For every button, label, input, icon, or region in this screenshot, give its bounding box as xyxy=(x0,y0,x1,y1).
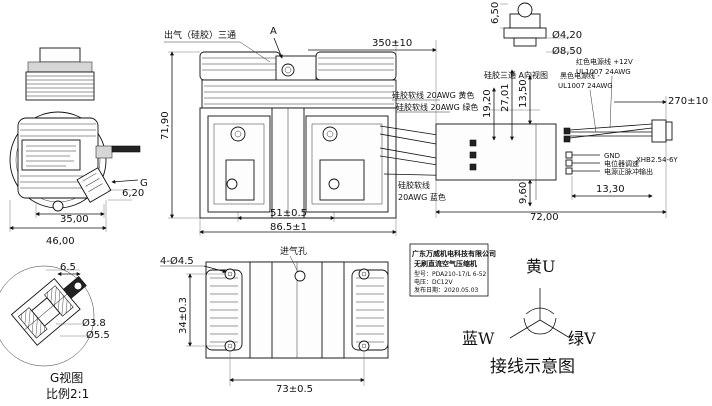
tee-a-view-label: 硅胶三通 A向视图 xyxy=(484,70,548,80)
connector-label: XHB2.54-6Y xyxy=(636,156,678,164)
front-view: A 出气（硅胶）三通 71,90 51±0.5 86.5±1 xyxy=(160,26,397,236)
g-view-scale: 比例2:1 xyxy=(46,387,89,401)
dim-phi-5-5: Ø5.5 xyxy=(86,329,110,341)
gnd-label: GND xyxy=(604,152,620,160)
speed-label: 电位器调速 xyxy=(604,159,639,168)
bottom-view: 进气孔 4-Ø4.5 34±0.3 73±0.5 xyxy=(160,245,389,395)
phase-w-label: 蓝W xyxy=(462,329,495,348)
wiring-title: 接线示意图 xyxy=(490,357,575,377)
product-date: 发布日期：2020.05.03 xyxy=(414,286,479,294)
outlet-tee-label: 出气（硅胶）三通 xyxy=(164,29,236,41)
dim-350: 350±10 xyxy=(372,38,412,49)
dim-6-5: 6.5 xyxy=(60,262,76,273)
dim-4-phi-4-5: 4-Ø4.5 xyxy=(160,255,194,267)
dim-phi-3-8: Ø3.8 xyxy=(82,317,106,329)
phase-u-label: 黄U xyxy=(526,257,556,276)
dim-6-20: 6,20 xyxy=(122,188,144,199)
wire-harness: 硅胶软线 20AWG 黄色 硅胶软线 20AWG 绿色 硅胶软线 20AWG 蓝… xyxy=(379,57,678,202)
red-wire-label-2: UL1007 24AWG xyxy=(576,68,631,76)
black-wire-label-2: UL1007 24AWG xyxy=(558,82,613,90)
dim-72-00: 72,00 xyxy=(530,212,559,223)
dim-270: 270±10 xyxy=(668,96,708,107)
pulse-label: 电源正脉冲输出 xyxy=(604,167,653,176)
red-wire-label-1: 红色电源线 +12V xyxy=(576,57,633,66)
view-a-marker: A xyxy=(270,26,277,37)
inlet-label: 进气孔 xyxy=(280,245,307,257)
wire-blue-label-1: 硅胶软线 xyxy=(398,180,430,190)
g-view-title: G视图 xyxy=(50,370,83,385)
product-name: 无刷直流空气压缩机 xyxy=(413,259,477,268)
company-name: 广东万威机电科技有限公司 xyxy=(412,249,496,258)
dim-phi-4-20: Ø4,20 xyxy=(552,29,582,41)
dim-73: 73±0.5 xyxy=(276,384,313,395)
black-wire-label-1: 黑色电源线 - xyxy=(560,71,600,80)
g-marker-label: G xyxy=(140,178,148,189)
wiring-diagram: 黄U 绿V 蓝W 接线示意图 xyxy=(462,257,596,377)
dim-71-90: 71,90 xyxy=(160,111,171,140)
dim-27-01: 27,01 xyxy=(500,83,511,112)
dim-13-50: 13,50 xyxy=(518,79,529,108)
phase-v-label: 绿V xyxy=(568,329,596,348)
dim-6-50: 6,50 xyxy=(490,2,501,24)
g-detail-view: 6.5 Ø3.8 Ø5.5 G视图 比例2:1 xyxy=(0,262,110,401)
title-block: 广东万威机电科技有限公司 无刷直流空气压缩机 型号：PDA210-17/L 6-… xyxy=(409,243,496,297)
dim-9-60: 9,60 xyxy=(518,182,529,204)
product-model: 型号：PDA210-17/L 6-52 xyxy=(414,270,487,278)
dim-86-5: 86.5±1 xyxy=(270,222,307,233)
tee-a-view: 6,50 Ø4,20 Ø8,50 硅胶三通 A向视图 xyxy=(484,2,582,80)
dim-35-00: 35,00 xyxy=(60,214,89,225)
side-view: G 6,20 35,00 46,00 xyxy=(9,47,148,247)
dim-13-30: 13,30 xyxy=(596,184,625,195)
wire-blue-label-2: 20AWG 蓝色 xyxy=(398,192,446,202)
dim-phi-8-50: Ø8,50 xyxy=(552,45,582,57)
pcb-dimensions: 350±10 19,20 27,01 13,50 9,60 270±10 13,… xyxy=(308,38,708,223)
product-voltage: 电压：DC12V xyxy=(414,278,453,286)
wire-green-label: 硅胶软线 20AWG 绿色 xyxy=(396,102,478,112)
dim-46-00: 46,00 xyxy=(46,236,75,247)
dim-34: 34±0.3 xyxy=(178,297,189,334)
dim-51: 51±0.5 xyxy=(270,208,307,219)
wire-yellow-label: 硅胶软线 20AWG 黄色 xyxy=(392,90,474,100)
dim-19-20: 19,20 xyxy=(482,89,493,118)
